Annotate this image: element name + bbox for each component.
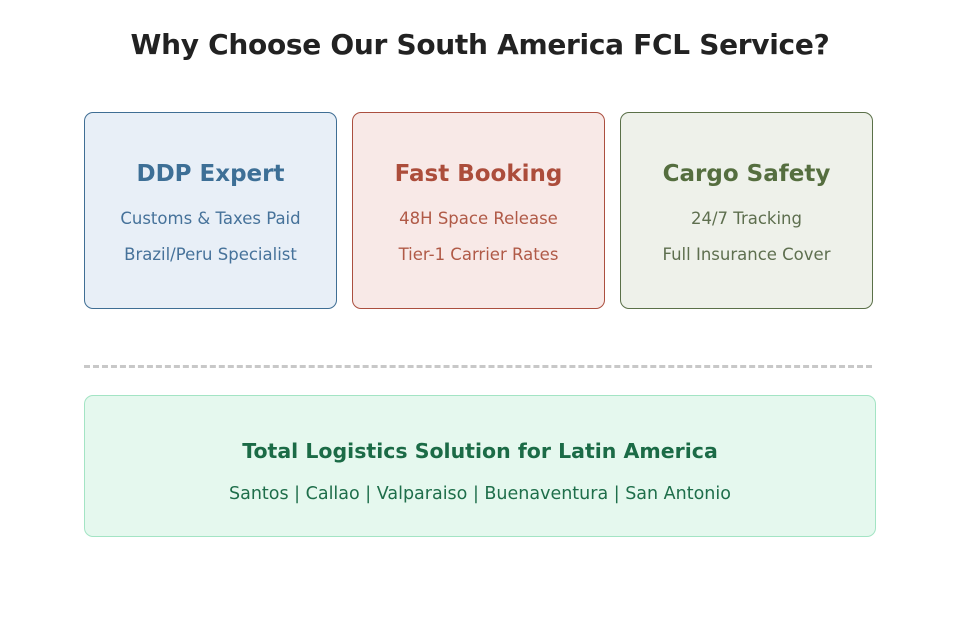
card-line: Tier-1 Carrier Rates [398, 245, 559, 264]
ports-list: Santos | Callao | Valparaiso | Buenavent… [229, 484, 731, 504]
card-line: Brazil/Peru Specialist [124, 245, 297, 264]
dashed-divider [84, 365, 872, 368]
page-title: Why Choose Our South America FCL Service… [130, 28, 830, 61]
card-heading: Cargo Safety [662, 161, 831, 187]
card-line: Full Insurance Cover [662, 245, 831, 264]
card-line: 48H Space Release [399, 209, 558, 228]
card-heading: Fast Booking [394, 161, 563, 187]
card-line: Customs & Taxes Paid [120, 209, 301, 228]
card-heading: DDP Expert [136, 161, 285, 187]
feature-card-ddp-expert: DDP Expert Customs & Taxes Paid Brazil/P… [84, 112, 337, 309]
solution-banner: Total Logistics Solution for Latin Ameri… [84, 395, 876, 537]
card-line: 24/7 Tracking [691, 209, 802, 228]
banner-heading: Total Logistics Solution for Latin Ameri… [242, 439, 718, 463]
feature-cards: DDP Expert Customs & Taxes Paid Brazil/P… [84, 112, 876, 311]
feature-card-cargo-safety: Cargo Safety 24/7 Tracking Full Insuranc… [620, 112, 873, 309]
feature-card-fast-booking: Fast Booking 48H Space Release Tier-1 Ca… [352, 112, 605, 309]
